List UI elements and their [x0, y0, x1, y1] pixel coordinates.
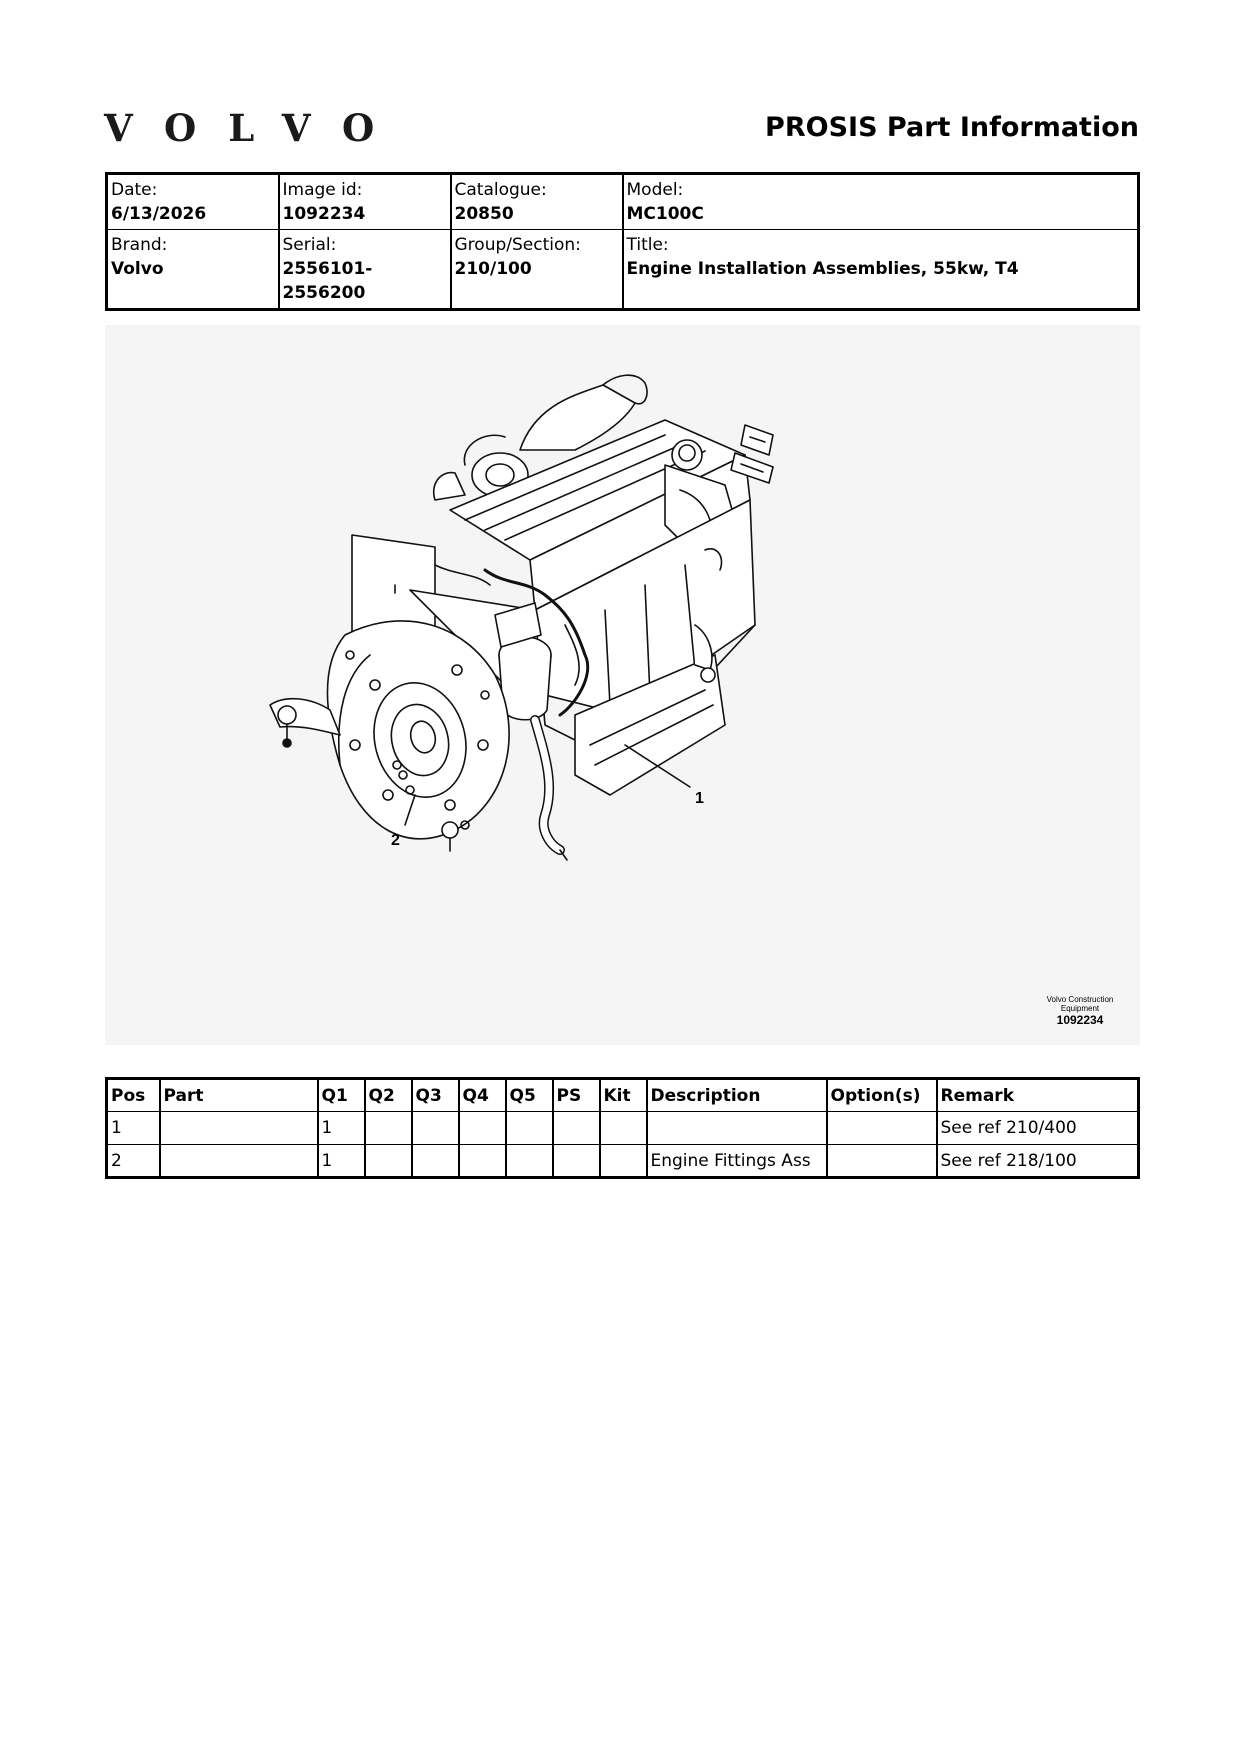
- col-header-q4: Q4: [457, 1078, 506, 1112]
- cell-q5: [504, 1111, 553, 1145]
- brand-value: Volvo: [111, 259, 164, 279]
- brand-cell: Brand: Volvo: [105, 229, 279, 310]
- date-cell: Date: 6/13/2026: [105, 173, 279, 230]
- brand-label: Brand:: [111, 235, 168, 255]
- col-header-ps: PS: [551, 1078, 600, 1112]
- title-value: Engine Installation Assemblies, 55kw, T4: [626, 259, 1019, 279]
- part-info-table: Date: 6/13/2026 Image id: 1092234 Catalo…: [105, 172, 1140, 311]
- col-header-part: Part: [158, 1078, 318, 1112]
- parts-table: Pos Part Q1 Q2 Q3 Q4 Q5 PS Kit Descripti…: [105, 1077, 1140, 1179]
- callout-1: 1: [695, 790, 704, 807]
- image-id-cell: Image id: 1092234: [277, 173, 451, 230]
- col-header-q3: Q3: [410, 1078, 459, 1112]
- engine-illustration: 1 2: [105, 325, 1140, 1045]
- table-row: 2 1 Engine Fittings Ass See ref 218/100: [105, 1144, 1139, 1178]
- col-header-q1: Q1: [316, 1078, 365, 1112]
- cell-part: [158, 1144, 318, 1178]
- cell-pos: 1: [105, 1111, 160, 1145]
- serial-label: Serial:: [282, 235, 337, 255]
- cell-q1: 1: [316, 1111, 365, 1145]
- catalogue-value: 20850: [454, 204, 514, 224]
- cell-q1: 1: [316, 1144, 365, 1178]
- cell-q2: [363, 1144, 412, 1178]
- cell-q3: [410, 1111, 459, 1145]
- cell-kit: [598, 1144, 647, 1178]
- group-cell: Group/Section: 210/100: [449, 229, 623, 310]
- cell-kit: [598, 1111, 647, 1145]
- cell-ps: [551, 1144, 600, 1178]
- serial-value: 2556101-2556200: [282, 259, 373, 303]
- image-id-label: Image id:: [282, 180, 363, 200]
- table-row: 1 1 See ref 210/400: [105, 1111, 1139, 1145]
- caption-line-2: Equipment: [1060, 1004, 1100, 1013]
- cell-q4: [457, 1144, 506, 1178]
- cell-q4: [457, 1111, 506, 1145]
- col-header-q2: Q2: [363, 1078, 412, 1112]
- document-title: PROSIS Part Information: [765, 112, 1139, 143]
- title-cell: Title: Engine Installation Assemblies, 5…: [621, 229, 1139, 310]
- cell-description: Engine Fittings Ass: [645, 1144, 827, 1178]
- volvo-logo: VOLVO: [104, 106, 407, 150]
- cell-q5: [504, 1144, 553, 1178]
- cell-remark: See ref 210/400: [935, 1111, 1139, 1145]
- cell-part: [158, 1111, 318, 1145]
- col-header-options: Option(s): [825, 1078, 937, 1112]
- parts-header-row: Pos Part Q1 Q2 Q3 Q4 Q5 PS Kit Descripti…: [105, 1078, 1139, 1112]
- image-id-value: 1092234: [282, 204, 366, 224]
- catalogue-label: Catalogue:: [454, 180, 547, 200]
- cell-pos: 2: [105, 1144, 160, 1178]
- cell-q3: [410, 1144, 459, 1178]
- catalogue-cell: Catalogue: 20850: [449, 173, 623, 230]
- group-value: 210/100: [454, 259, 532, 279]
- cell-description: [645, 1111, 827, 1145]
- col-header-remark: Remark: [935, 1078, 1139, 1112]
- title-label: Title:: [626, 235, 669, 255]
- image-caption: Volvo Construction Equipment 1092234: [1030, 995, 1130, 1027]
- col-header-pos: Pos: [105, 1078, 160, 1112]
- info-row: Brand: Volvo Serial: 2556101-2556200 Gro…: [105, 229, 1139, 310]
- cell-ps: [551, 1111, 600, 1145]
- cell-remark: See ref 218/100: [935, 1144, 1139, 1178]
- date-label: Date:: [111, 180, 158, 200]
- col-header-q5: Q5: [504, 1078, 553, 1112]
- info-row: Date: 6/13/2026 Image id: 1092234 Catalo…: [105, 173, 1139, 230]
- callout-2: 2: [391, 832, 400, 849]
- col-header-description: Description: [645, 1078, 827, 1112]
- caption-image-id: 1092234: [1056, 1013, 1104, 1027]
- caption-line-1: Volvo Construction: [1046, 995, 1114, 1004]
- serial-cell: Serial: 2556101-2556200: [277, 229, 451, 310]
- date-value: 6/13/2026: [111, 204, 207, 224]
- cell-q2: [363, 1111, 412, 1145]
- cell-options: [825, 1111, 937, 1145]
- cell-options: [825, 1144, 937, 1178]
- model-value: MC100C: [626, 204, 704, 224]
- col-header-kit: Kit: [598, 1078, 647, 1112]
- group-label: Group/Section:: [454, 235, 581, 255]
- model-cell: Model: MC100C: [621, 173, 1139, 230]
- engine-drawing: 1 2: [269, 374, 774, 861]
- model-label: Model:: [626, 180, 684, 200]
